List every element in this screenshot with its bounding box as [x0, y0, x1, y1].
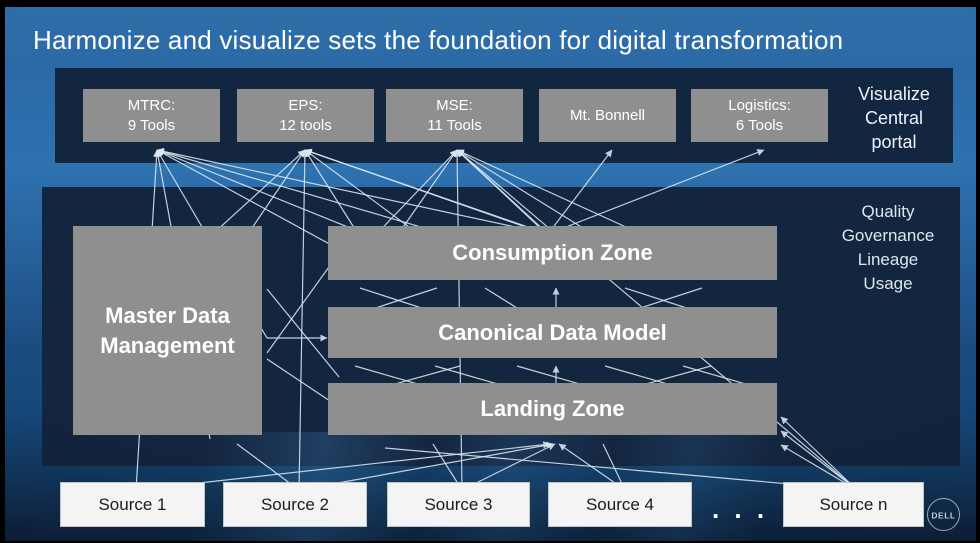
portal-box-label: MTRC:: [127, 97, 176, 114]
side-label-line: Visualize: [858, 84, 930, 104]
mdm-label-line: Management: [100, 332, 235, 358]
side-label-line: portal: [871, 131, 917, 152]
portal-box-label: Logistics:: [728, 97, 791, 114]
portal-box-label: 12 tools: [279, 116, 332, 134]
source-label: Source n: [819, 494, 888, 514]
quality-governance-label: Quality Governance Lineage Usage: [828, 200, 948, 297]
portal-box-eps: EPS: 12 tools: [237, 89, 374, 142]
dell-logo: DELL: [927, 498, 960, 531]
side-label-line: Governance: [841, 226, 935, 246]
slide-title: Harmonize and visualize sets the foundat…: [33, 25, 844, 55]
zone-label: Canonical Data Model: [438, 319, 667, 345]
source-label: Source 1: [98, 494, 167, 514]
portal-box-label: MSE:: [436, 97, 473, 114]
source-3-box: Source 3: [387, 482, 530, 527]
portal-box-label: 9 Tools: [127, 116, 176, 134]
source-label: Source 2: [260, 494, 330, 514]
portal-box-mse: MSE: 11 Tools: [386, 89, 523, 142]
portal-box-logistics: Logistics: 6 Tools: [691, 89, 828, 142]
side-label-line: Usage: [863, 274, 913, 294]
source-label: Source 3: [424, 494, 493, 514]
source-n-box: Source n: [783, 482, 924, 527]
side-label-line: Quality: [861, 202, 915, 221]
canonical-data-model-box: Canonical Data Model: [328, 307, 777, 358]
source-1-box: Source 1: [60, 482, 205, 527]
portal-box-label: Mt. Bonnell: [569, 106, 646, 124]
side-label-line: Central: [864, 107, 924, 128]
portal-box-mtrc: MTRC: 9 Tools: [83, 89, 220, 142]
slide-background: Harmonize and visualize sets the foundat…: [5, 7, 976, 541]
portal-box-label: 6 Tools: [735, 116, 784, 134]
landing-zone-box: Landing Zone: [328, 383, 777, 435]
portal-box-mt-bonnell: Mt. Bonnell: [539, 89, 676, 142]
source-2-box: Source 2: [223, 482, 367, 527]
portal-box-label: 11 Tools: [427, 116, 482, 134]
dell-logo-text: DELL: [931, 510, 956, 520]
consumption-zone-box: Consumption Zone: [328, 226, 777, 280]
sources-ellipsis: . . .: [711, 494, 769, 524]
portal-box-label: EPS:: [288, 97, 323, 114]
visualize-central-portal-label: Visualize Central portal: [838, 83, 950, 154]
source-label: Source 4: [585, 494, 655, 514]
master-data-management-box: Master Data Management: [73, 226, 262, 435]
mdm-label-line: Master Data: [105, 302, 230, 328]
zone-label: Landing Zone: [480, 396, 625, 421]
source-4-box: Source 4: [548, 482, 692, 527]
side-label-line: Lineage: [857, 250, 919, 270]
zone-label: Consumption Zone: [452, 240, 653, 265]
